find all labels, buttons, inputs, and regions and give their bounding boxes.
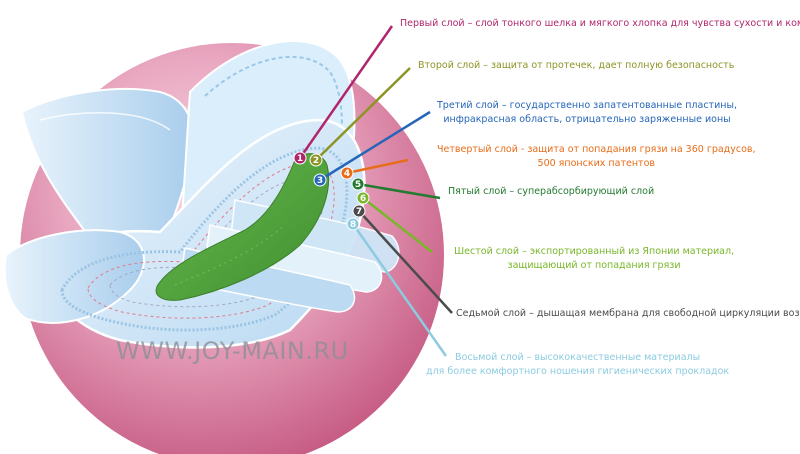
layer-label-line: Седьмой слой – дышащая мембрана для своб… [456,308,800,319]
site-watermark: WWW.JOY-MAIN.RU [116,337,349,365]
layer-label-3: Третий слой – государственно запатентова… [437,99,737,127]
layer-marker-number-3: 3 [317,176,323,186]
layer-marker-number-7: 7 [356,207,362,217]
layer-label-line: 500 японских патентов [537,158,655,169]
leader-line-5 [357,182,441,200]
layer-label-line: защищающий от попадания грязи [507,260,681,271]
layer-marker-6 [356,191,370,205]
layer-label-7: Седьмой слой – дышащая мембрана для своб… [456,307,800,321]
layer-label-6: Шестой слой – экспортированный из Японии… [454,245,734,273]
layer-marker-1 [293,151,307,165]
lower-wing [3,229,145,324]
green-core-texture [174,224,286,286]
layer-label-5: Пятый слой – суперабсорбирующий слой [448,185,654,199]
leader-lines [298,25,453,357]
green-core [155,153,330,301]
upper-wing-fold [39,112,171,131]
leader-line-3 [319,110,431,182]
stitch-outer [60,146,349,332]
layer-marker-number-6: 6 [360,194,366,204]
layer-marker-number-1: 1 [297,154,303,164]
layer-marker-3 [313,173,327,187]
leader-line-2 [315,67,411,161]
leader-line-4 [346,158,409,175]
layer-label-line: Четвертый слой - защита от попадания гря… [437,144,756,155]
leader-line-1 [298,25,394,159]
layer-label-line: Третий слой – государственно запатентова… [437,100,737,111]
leader-line-8 [351,223,448,357]
layer-label-line: Второй слой – защита от протечек, дает п… [418,60,735,71]
layer-marker-4 [340,166,354,180]
layer-label-line: Первый слой – слой тонкого шелка и мягко… [400,18,800,29]
layer-label-1: Первый слой – слой тонкого шелка и мягко… [400,17,800,31]
layer-label-8: Восьмой слой – высококачественные матери… [426,351,729,379]
layer-label-line: Восьмой слой – высококачественные матери… [455,352,701,363]
layer-label-line: Шестой слой – экспортированный из Японии… [454,246,735,257]
layer-marker-5 [351,177,365,191]
leader-line-7 [358,210,453,314]
layer-label-line: Пятый слой – суперабсорбирующий слой [448,186,655,197]
layer-marker-number-4: 4 [344,169,350,179]
layer-label-4: Четвертый слой - защита от попадания гря… [437,143,756,171]
layer-label-line: для более комфортного ношения гигиеничес… [426,366,730,377]
layer-marker-number-5: 5 [355,180,361,190]
layer-label-line: инфракрасная область, отрицательно заряж… [443,114,731,125]
layer-marker-7 [352,204,366,218]
layer-marker-2 [309,153,323,167]
layer-marker-8 [346,217,360,231]
layer-marker-number-8: 8 [350,220,356,230]
layer-label-2: Второй слой – защита от протечек, дает п… [418,59,734,73]
layer-marker-number-2: 2 [313,156,319,166]
leader-line-6 [362,197,433,253]
